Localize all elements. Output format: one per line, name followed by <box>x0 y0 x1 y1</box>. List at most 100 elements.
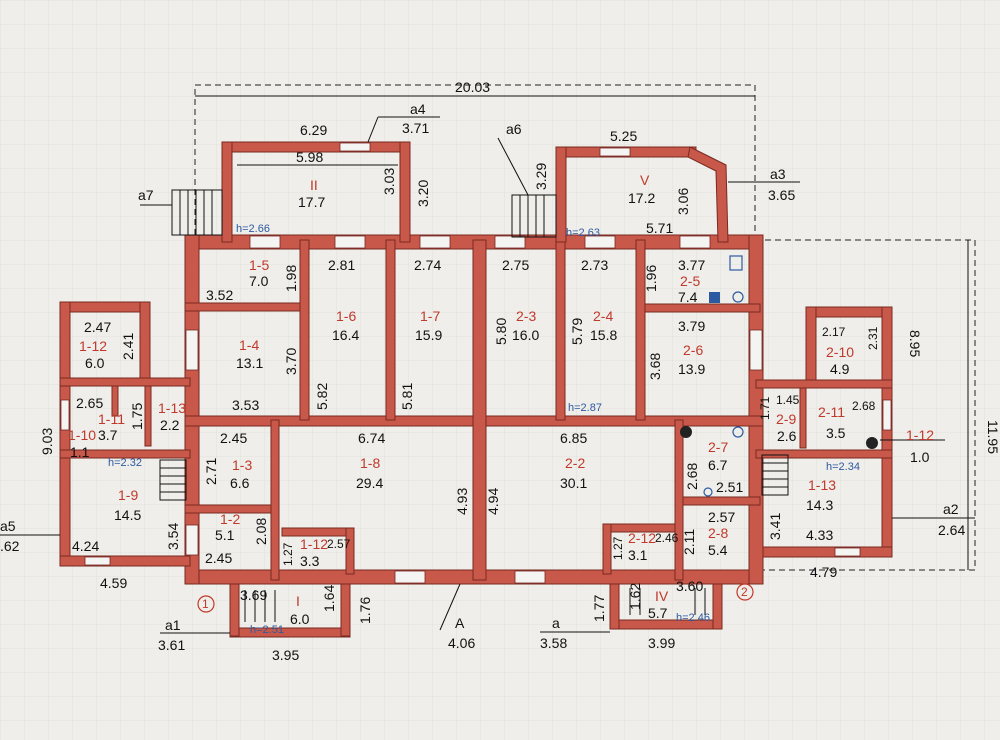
room-1-4-id: 1-4 <box>239 337 259 353</box>
axis-marker-1-label: 1 <box>202 597 209 611</box>
dim-1-71: 1.71 <box>758 396 772 420</box>
room-2-6-area: 13.9 <box>678 361 705 377</box>
room-1-4-area: 13.1 <box>236 355 263 371</box>
annex-a3-label: a3 <box>770 166 786 182</box>
dim-5-79: 5.79 <box>569 318 585 345</box>
room-1-11-id: 1-11 <box>98 411 125 427</box>
room-1-12b-id: 1-12 <box>300 536 328 552</box>
room-2-5-area: 7.4 <box>678 289 698 305</box>
room-2-2-area: 30.1 <box>560 475 587 491</box>
sink-icon <box>729 255 743 271</box>
dim-2-73: 2.73 <box>581 257 608 273</box>
room-1-13a-area: 2.2 <box>160 417 180 433</box>
dim-2-57: 2.57 <box>327 537 351 551</box>
room-2-4-area: 15.8 <box>590 327 617 343</box>
toilet-icon <box>732 291 744 303</box>
dim-2-11: 2.11 <box>681 529 697 555</box>
dim-3-77: 3.77 <box>678 257 705 273</box>
room-I-area: 6.0 <box>290 611 310 627</box>
axis-marker-1 <box>197 595 215 613</box>
dim-5-80: 5.80 <box>493 318 509 345</box>
room-V-id: V <box>640 172 650 188</box>
room-2-11-area: 3.5 <box>826 425 846 441</box>
drain-icon <box>703 487 713 497</box>
dim-1-77: 1.77 <box>591 595 607 622</box>
dim-2-57b: 2.57 <box>708 509 735 525</box>
dim-4-93: 4.93 <box>454 488 470 515</box>
dim-3-29: 3.29 <box>533 163 549 190</box>
dim-overall-height: 11.95 <box>985 420 1000 454</box>
dim-2-74: 2.74 <box>414 257 441 273</box>
dim-1-45: 1.45 <box>776 393 800 407</box>
dim-5-98: 5.98 <box>296 149 323 165</box>
room-2-3-id: 2-3 <box>516 308 536 324</box>
dimension-lines <box>0 95 975 634</box>
height-label-1: h=2.66 <box>236 223 270 235</box>
boiler-icon <box>680 426 692 438</box>
dim-2-17: 2.17 <box>822 325 846 339</box>
dim-3-79: 3.79 <box>678 318 705 334</box>
dim-4-94: 4.94 <box>485 488 501 515</box>
annex-a4-label: a4 <box>410 101 426 117</box>
annex-a2-value: 2.64 <box>938 522 965 538</box>
dim-1-98: 1.98 <box>283 265 299 292</box>
annex-a-label: a <box>552 615 560 631</box>
dim-3-70: 3.70 <box>283 348 299 375</box>
axis-marker-2-label: 2 <box>741 585 748 599</box>
dim-2-31: 2.31 <box>866 326 880 350</box>
dim-overall-width: 20.03 <box>455 79 490 95</box>
dim-right-top: 8.95 <box>907 330 923 357</box>
room-2-2-id: 2-2 <box>565 455 585 471</box>
room-2-9-id: 2-9 <box>776 411 796 427</box>
height-label-2: h=2.63 <box>566 227 600 239</box>
room-1-6-id: 1-6 <box>336 308 356 324</box>
stairs <box>159 189 789 622</box>
dim-5-25: 5.25 <box>610 128 637 144</box>
dim-2-51: 2.51 <box>716 479 743 495</box>
dim-6-74: 6.74 <box>358 430 385 446</box>
annex-a5-label: a5 <box>0 518 16 534</box>
dim-2-45: 2.45 <box>220 430 247 446</box>
dim-6-29: 6.29 <box>300 122 327 138</box>
dim-1-75: 1.75 <box>129 403 145 430</box>
dim-3-54: 3.54 <box>165 523 181 550</box>
room-1-12b-area: 3.3 <box>300 553 320 569</box>
room-1-9-area: 14.5 <box>114 507 141 523</box>
dim-1-96: 1.96 <box>643 265 659 292</box>
room-1-8-id: 1-8 <box>360 455 380 471</box>
room-1-11-area: 3.7 <box>98 427 118 443</box>
room-2-6-id: 2-6 <box>683 342 703 358</box>
room-I-id: I <box>296 593 300 609</box>
upper-dashed-outline <box>194 84 756 240</box>
ceiling-heights: h=2.66 h=2.63 h=2.87 h=2.32 h=2.34 h=2.5… <box>108 223 860 636</box>
dim-3-53: 3.53 <box>232 397 259 413</box>
room-1-5-area: 7.0 <box>249 273 269 289</box>
annex-a1-value: 3.61 <box>158 637 185 653</box>
dim-3-60: 3.60 <box>676 578 703 594</box>
dim-3-06: 3.06 <box>675 188 691 215</box>
dim-2-08: 2.08 <box>253 518 269 545</box>
annex-a4-value: 3.71 <box>402 120 429 136</box>
dim-2-68b: 2.68 <box>852 399 876 413</box>
dim-1-27b: 1.27 <box>611 536 625 560</box>
room-IV-area: 5.7 <box>648 605 668 621</box>
room-2-3-area: 16.0 <box>512 327 539 343</box>
room-1-12c-area: 1.0 <box>910 449 930 465</box>
room-2-11-id: 2-11 <box>818 404 845 420</box>
annex-A-value: 4.06 <box>448 635 475 651</box>
dim-left-depth: 9.03 <box>39 428 55 455</box>
room-1-2-id: 1-2 <box>220 511 240 527</box>
axis-marker-2 <box>736 583 754 601</box>
dim-2-46: 2.46 <box>655 531 679 545</box>
height-label-3: h=2.87 <box>568 402 602 414</box>
room-1-7-id: 1-7 <box>420 308 440 324</box>
walls <box>59 141 893 638</box>
room-2-4-id: 2-4 <box>593 308 613 324</box>
dim-3-20: 3.20 <box>415 180 431 207</box>
dim-4-24: 4.24 <box>72 538 99 554</box>
room-2-12-area: 3.1 <box>628 547 648 563</box>
dim-4-33: 4.33 <box>806 527 833 543</box>
dim-3-52: 3.52 <box>206 287 233 303</box>
windows <box>60 142 892 584</box>
